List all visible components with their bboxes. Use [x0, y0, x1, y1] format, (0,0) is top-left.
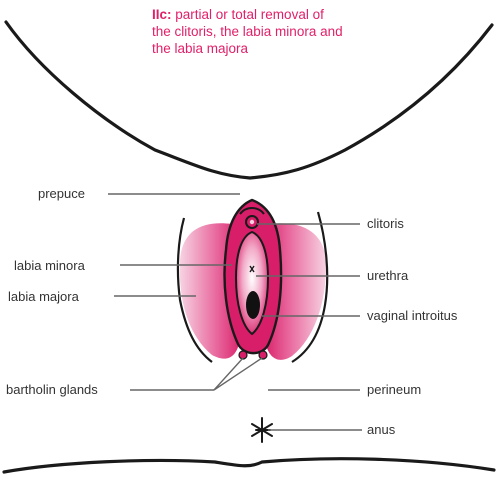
label-labia-minora: labia minora: [14, 258, 85, 273]
label-urethra: urethra: [367, 268, 408, 283]
vaginal-introitus-mark: [246, 291, 260, 319]
caption-code: IIc:: [152, 7, 172, 22]
label-vaginal-introitus: vaginal introitus: [367, 308, 457, 323]
lower-body-outline: [4, 459, 494, 472]
label-clitoris: clitoris: [367, 216, 404, 231]
figure-caption: IIc: partial or total removal of the cli…: [152, 6, 452, 57]
label-bartholin-glands: bartholin glands: [6, 382, 98, 397]
label-perineum: perineum: [367, 382, 421, 397]
caption-line-2: the clitoris, the labia minora and: [152, 24, 343, 39]
label-anus: anus: [367, 422, 395, 437]
bartholin-gland-left: [239, 351, 247, 359]
caption-line-1: partial or total removal of: [172, 7, 324, 22]
bartholin-gland-right: [259, 351, 267, 359]
label-prepuce: prepuce: [38, 186, 85, 201]
caption-line-3: the labia majora: [152, 41, 248, 56]
label-labia-majora: labia majora: [8, 289, 79, 304]
